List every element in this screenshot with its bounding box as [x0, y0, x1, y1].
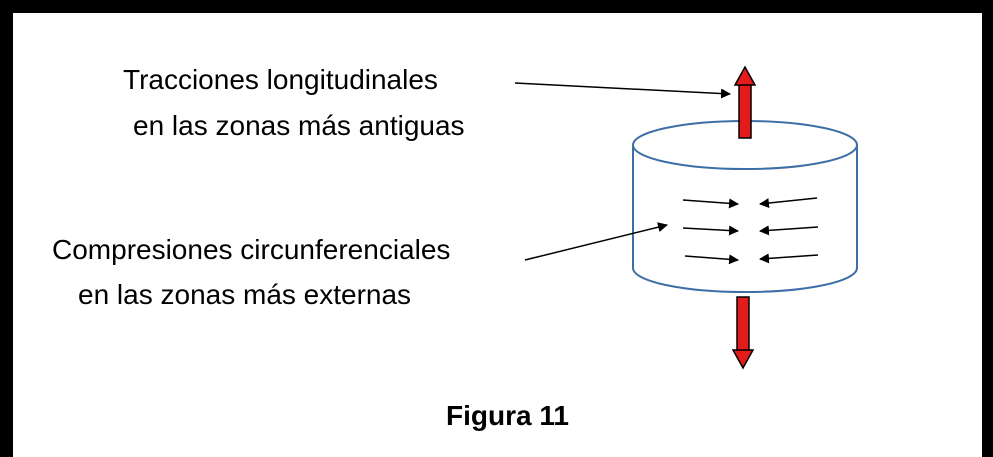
traction-label-line2: en las zonas más antiguas	[133, 110, 465, 141]
bottom-axial-arrow	[731, 296, 755, 370]
compression-label-line1: Compresiones circunferenciales	[52, 234, 451, 265]
compression-arrow	[759, 197, 818, 209]
compression-leader-arrow	[524, 222, 668, 261]
compression-arrow	[684, 254, 739, 265]
compression-arrows-left	[682, 198, 739, 265]
cylinder	[632, 120, 858, 293]
compression-arrows-right	[759, 197, 819, 264]
cylinder-body	[632, 145, 858, 293]
compression-arrow	[759, 225, 819, 236]
traction-leader-arrow	[514, 82, 731, 99]
compression-label-line2: en las zonas más externas	[78, 279, 412, 310]
compression-arrow	[682, 198, 739, 209]
figure-caption: Figura 11	[446, 400, 569, 431]
compression-arrow	[682, 225, 739, 236]
compression-arrow	[759, 253, 819, 264]
top-axial-arrow	[733, 65, 757, 139]
traction-label-line1: Tracciones longitudinales	[123, 64, 438, 95]
